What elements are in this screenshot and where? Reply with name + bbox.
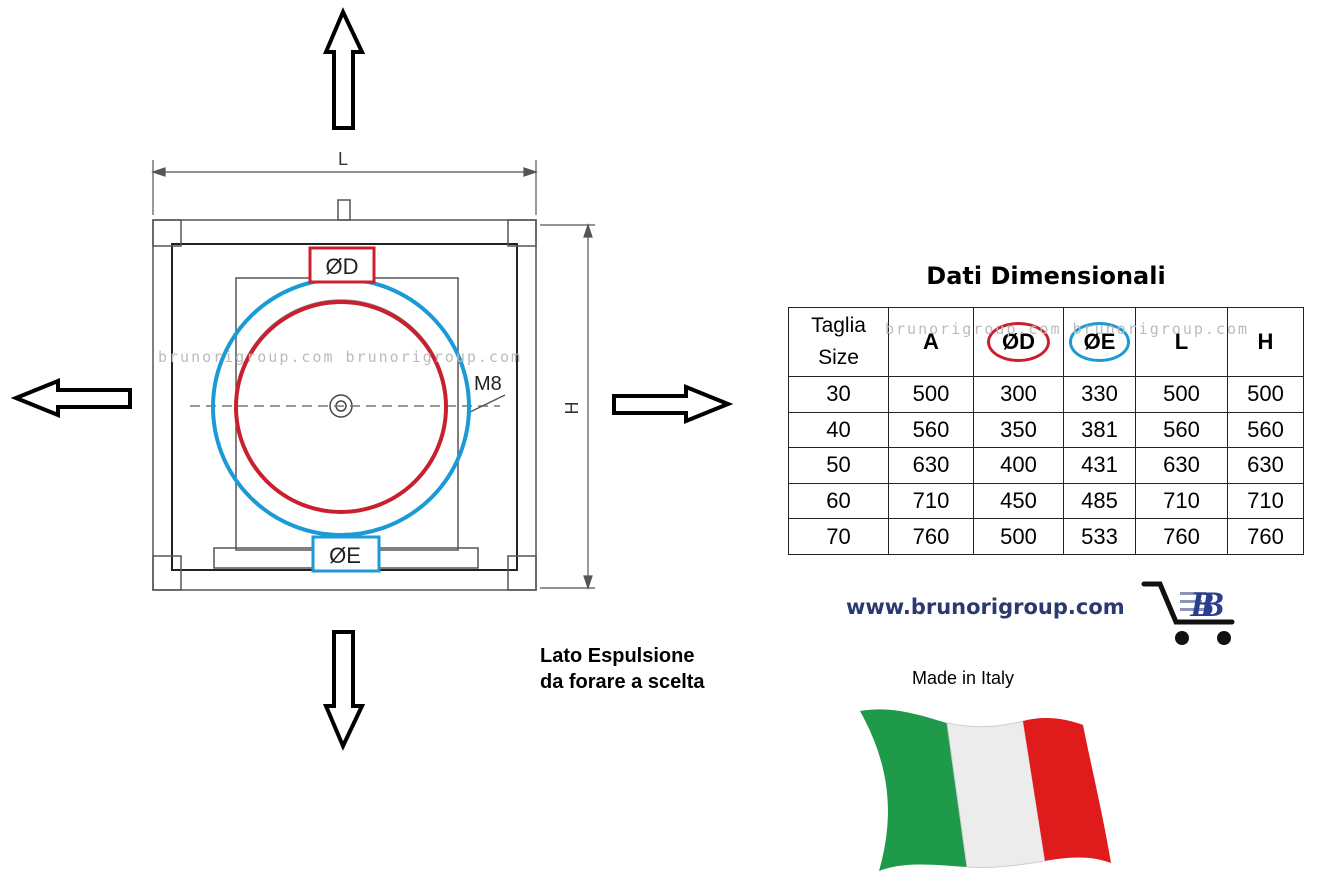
cell-size: 30 xyxy=(788,376,889,413)
header-A: A xyxy=(888,307,974,377)
cell-A: 630 xyxy=(888,447,974,484)
dim-L-label: L xyxy=(338,149,348,169)
made-in-italy-label: Made in Italy xyxy=(912,668,1015,688)
cell-D: 300 xyxy=(973,376,1064,413)
arrow-right-icon xyxy=(612,384,734,424)
cell-E: 381 xyxy=(1063,411,1136,449)
cell-L: 630 xyxy=(1135,447,1228,484)
label-E: ØE xyxy=(329,543,361,568)
header-H: H xyxy=(1227,307,1304,377)
header-D: ØD xyxy=(973,307,1064,377)
cell-L: 710 xyxy=(1135,482,1228,520)
cell-E: 485 xyxy=(1063,482,1136,520)
cell-E: 330 xyxy=(1063,376,1136,413)
cart-icon xyxy=(1141,581,1235,625)
header-size: Taglia Size xyxy=(788,307,889,377)
header-D-label: ØD xyxy=(987,322,1050,362)
cell-size: 50 xyxy=(788,447,889,484)
cart-wheel-icon xyxy=(1175,631,1189,645)
cell-A: 560 xyxy=(888,411,974,449)
cell-A: 760 xyxy=(888,518,974,555)
cell-size: 70 xyxy=(788,518,889,555)
italy-flag-icon xyxy=(860,709,1111,871)
cell-size: 40 xyxy=(788,411,889,449)
watermark-table: brunorigroup.com brunorigroup.com xyxy=(885,320,1250,338)
inner-diameter-D-circle xyxy=(234,300,448,514)
outer-diameter-E-circle xyxy=(211,277,471,537)
cell-A: 500 xyxy=(888,376,974,413)
arrow-down-icon xyxy=(322,630,366,751)
table-row: 60 710 450 485 710 710 xyxy=(788,482,1304,520)
arrow-up-icon xyxy=(322,7,366,130)
cell-L: 560 xyxy=(1135,411,1228,449)
cell-H: 760 xyxy=(1227,518,1304,555)
brunori-cart-logo: BB xyxy=(1141,581,1237,645)
side-note-line2: da forare a scelta xyxy=(540,671,705,693)
table-row: 50 630 400 431 630 630 xyxy=(788,447,1304,484)
header-E: ØE xyxy=(1063,307,1136,377)
dimension-lines xyxy=(151,160,595,590)
table-title: Dati Dimensionali xyxy=(926,262,1166,290)
cell-E: 533 xyxy=(1063,518,1136,555)
cell-H: 560 xyxy=(1227,411,1304,449)
side-note-line1: Lato Espulsione xyxy=(540,645,695,667)
cell-H: 500 xyxy=(1227,376,1304,413)
logo-letters: BB xyxy=(1189,584,1223,624)
technical-drawing: L H M8 ØD ØE xyxy=(10,7,734,751)
m8-label: M8 xyxy=(474,373,502,395)
table-row: 30 500 300 330 500 500 xyxy=(788,376,1304,413)
cell-D: 500 xyxy=(973,518,1064,555)
label-D: ØD xyxy=(326,254,359,279)
cell-H: 630 xyxy=(1227,447,1304,484)
label-D-box xyxy=(308,246,376,284)
cell-L: 760 xyxy=(1135,518,1228,555)
header-E-label: ØE xyxy=(1068,322,1131,362)
header-size-line2: Size xyxy=(818,346,859,369)
header-L: L xyxy=(1135,307,1228,377)
website-link[interactable]: www.brunorigroup.com xyxy=(846,595,1125,619)
table-header-row: Taglia Size A ØD ØE L H xyxy=(788,307,1304,377)
arrow-left-icon xyxy=(10,378,132,418)
side-note: Lato Espulsione da forare a scelta xyxy=(540,643,705,695)
table-row: 70 760 500 533 760 760 xyxy=(788,518,1304,555)
watermark-left: brunorigroup.com brunorigroup.com xyxy=(158,348,523,366)
table-row: 40 560 350 381 560 560 xyxy=(788,411,1304,449)
cell-E: 431 xyxy=(1063,447,1136,484)
header-size-line1: Taglia xyxy=(811,314,866,337)
cart-wheel-icon xyxy=(1217,631,1231,645)
cell-D: 400 xyxy=(973,447,1064,484)
cell-D: 450 xyxy=(973,482,1064,520)
cell-size: 60 xyxy=(788,482,889,520)
label-E-box xyxy=(311,535,381,573)
dimension-table: Taglia Size A ØD ØE L H 30 500 300 330 5… xyxy=(788,307,1304,555)
dim-H-label: H xyxy=(562,402,582,415)
cell-L: 500 xyxy=(1135,376,1228,413)
cell-H: 710 xyxy=(1227,482,1304,520)
cell-D: 350 xyxy=(973,411,1064,449)
cell-A: 710 xyxy=(888,482,974,520)
